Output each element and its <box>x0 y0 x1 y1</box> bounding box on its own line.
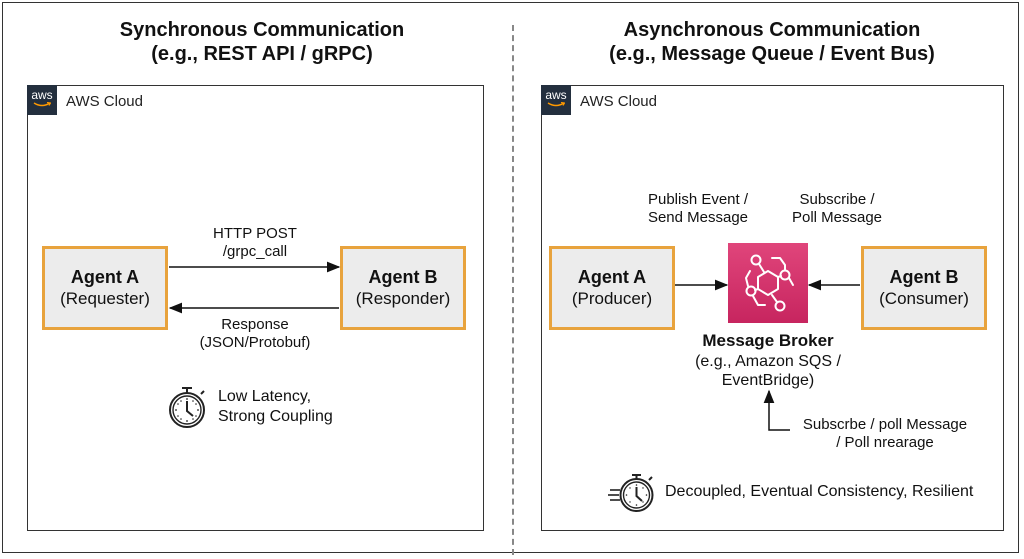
aws-logo-icon: aws <box>27 85 57 115</box>
agent-role: (Consumer) <box>879 289 969 308</box>
agent-b-responder[interactable]: Agent B (Responder) <box>340 246 466 330</box>
fast-stopwatch-icon <box>608 470 660 516</box>
agent-name: Agent A <box>577 267 647 287</box>
response-label-line2: (JSON/Protobuf) <box>199 334 311 351</box>
async-title: Asynchronous Communication (e.g., Messag… <box>540 18 1004 66</box>
agent-role: (Producer) <box>571 289 653 308</box>
response-label: Response (JSON/Protobuf) <box>180 316 330 352</box>
stopwatch-icon <box>166 384 210 430</box>
agent-name: Agent A <box>70 267 140 287</box>
sync-trait-line1: Low Latency, <box>218 388 312 405</box>
aws-cloud-label: AWS Cloud <box>66 93 143 110</box>
agent-role: (Responder) <box>355 289 451 308</box>
async-trait-text: Decoupled, Eventual Consistency, Resilie… <box>665 483 974 500</box>
aws-cloud-label: AWS Cloud <box>580 93 657 110</box>
agent-name: Agent B <box>889 267 959 287</box>
diagram-frame <box>2 2 1019 553</box>
sync-trait-line2: Strong Coupling <box>218 408 333 425</box>
aws-logo-icon: aws <box>541 85 571 115</box>
poll-arrow <box>763 389 790 431</box>
poll-label-line1: Subscrbe / poll Message <box>802 416 968 433</box>
agent-a-producer[interactable]: Agent A (Producer) <box>549 246 675 330</box>
section-divider <box>512 25 514 555</box>
request-label-line1: HTTP POST <box>213 225 297 242</box>
sync-title-line2: (e.g., REST API / gRPC) <box>151 43 373 65</box>
broker-name: Message Broker <box>702 331 834 350</box>
request-label: HTTP POST /grpc_call <box>180 225 330 261</box>
broker-description: (e.g., Amazon SQS / EventBridge) <box>668 352 868 390</box>
broker-desc-line1: (e.g., Amazon SQS / <box>695 353 841 370</box>
broker-desc-line2: EventBridge) <box>721 372 815 389</box>
subscribe-label-line2: Poll Message <box>791 209 883 226</box>
poll-label: Subscrbe / poll Message / Poll nrearage <box>792 416 978 452</box>
agent-b-consumer[interactable]: Agent B (Consumer) <box>861 246 987 330</box>
subscribe-label: Subscribe / Poll Message <box>772 191 902 227</box>
eventbridge-icon <box>745 254 794 312</box>
publish-label-line2: Send Message <box>647 209 749 226</box>
async-title-line2: (e.g., Message Queue / Event Bus) <box>609 43 935 65</box>
response-label-line1: Response <box>221 316 289 333</box>
agent-name: Agent B <box>368 267 438 287</box>
async-title-line1: Asynchronous Communication <box>623 19 921 41</box>
agent-a-requester[interactable]: Agent A (Requester) <box>42 246 168 330</box>
publish-label-line1: Publish Event / <box>647 191 749 208</box>
publish-label: Publish Event / Send Message <box>628 191 768 227</box>
sync-title-line1: Synchronous Communication <box>119 19 405 41</box>
sync-trait-text: Low Latency, Strong Coupling <box>218 387 333 427</box>
request-label-line2: /grpc_call <box>222 243 288 260</box>
sync-title: Synchronous Communication (e.g., REST AP… <box>40 18 484 66</box>
poll-label-line2: / Poll nrearage <box>836 434 934 451</box>
message-broker[interactable] <box>728 243 808 323</box>
agent-role: (Requester) <box>60 289 150 308</box>
subscribe-label-line1: Subscribe / <box>799 191 875 208</box>
